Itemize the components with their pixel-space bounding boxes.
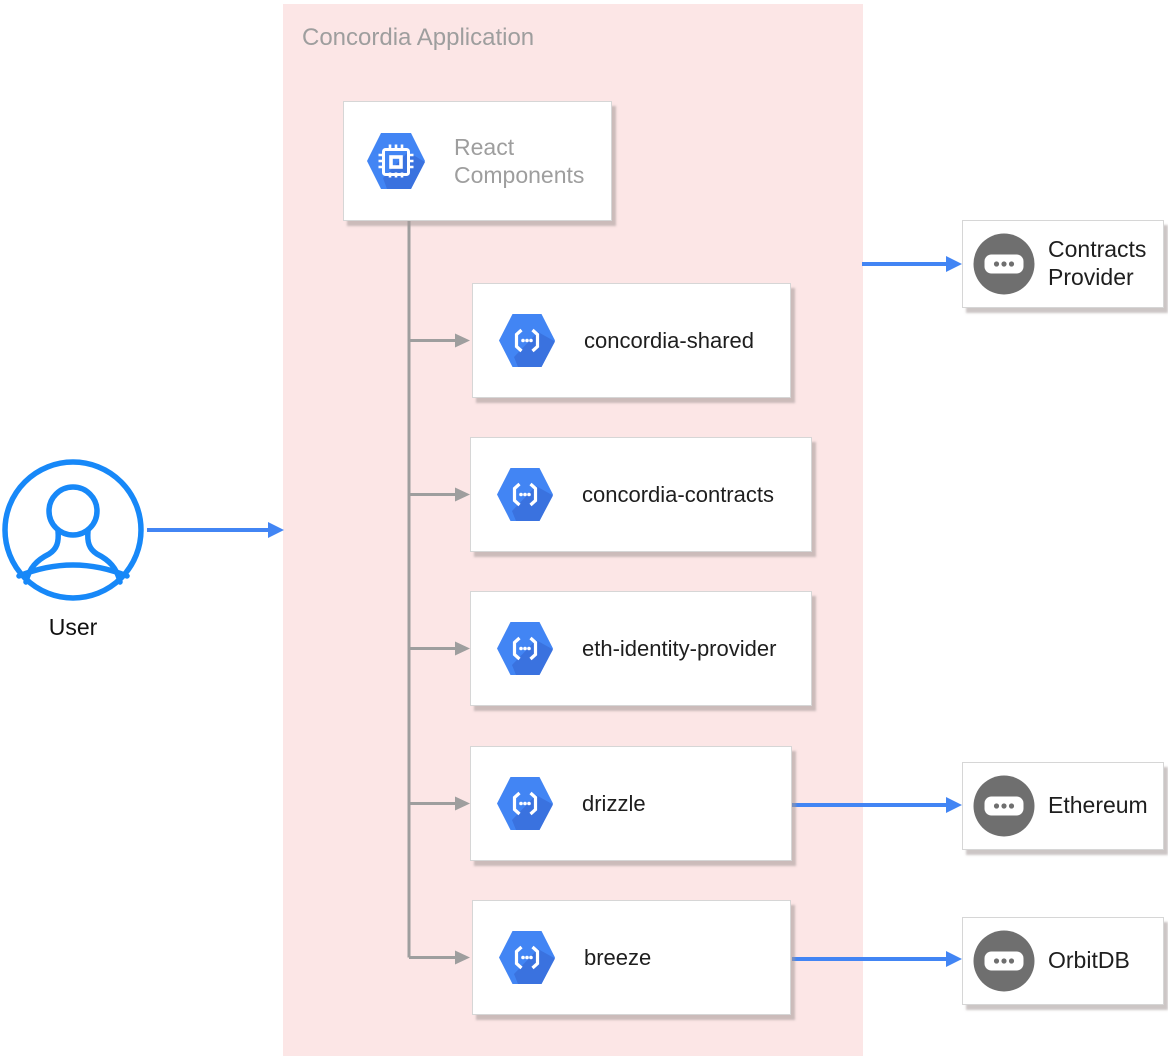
node-concordia-contracts: concordia-contracts <box>470 437 812 552</box>
node-label: Contracts Provider <box>1048 236 1147 290</box>
node-label: breeze <box>584 944 652 970</box>
node-drizzle: drizzle <box>470 746 792 861</box>
node-label: concordia-contracts <box>582 481 774 507</box>
node-orbitdb: OrbitDB <box>962 917 1164 1005</box>
node-label: OrbitDB <box>1048 947 1130 974</box>
node-contracts-provider: Contracts Provider <box>962 220 1164 308</box>
code-hexagon-icon <box>498 930 556 985</box>
api-dots-circle-icon <box>973 775 1035 837</box>
node-label: React Components <box>454 133 585 188</box>
code-hexagon-icon <box>496 776 554 831</box>
code-hexagon-icon <box>496 467 554 522</box>
container-title: Concordia Application <box>302 24 535 51</box>
code-hexagon-icon <box>496 621 554 676</box>
api-dots-circle-icon <box>973 233 1035 295</box>
user-label: User <box>48 614 98 640</box>
node-label: eth-identity-provider <box>582 635 777 661</box>
api-dots-circle-icon <box>973 930 1035 992</box>
code-hexagon-icon <box>498 313 556 368</box>
chip-hexagon-icon <box>366 132 426 190</box>
user-icon <box>2 459 144 601</box>
node-eth-identity-provider: eth-identity-provider <box>470 591 812 706</box>
node-concordia-shared: concordia-shared <box>472 283 791 398</box>
node-breeze: breeze <box>472 900 791 1015</box>
node-react-components: React Components <box>343 101 612 221</box>
node-ethereum: Ethereum <box>962 762 1164 850</box>
node-label: concordia-shared <box>584 327 754 353</box>
node-label: drizzle <box>582 790 646 816</box>
node-label: Ethereum <box>1048 792 1148 819</box>
